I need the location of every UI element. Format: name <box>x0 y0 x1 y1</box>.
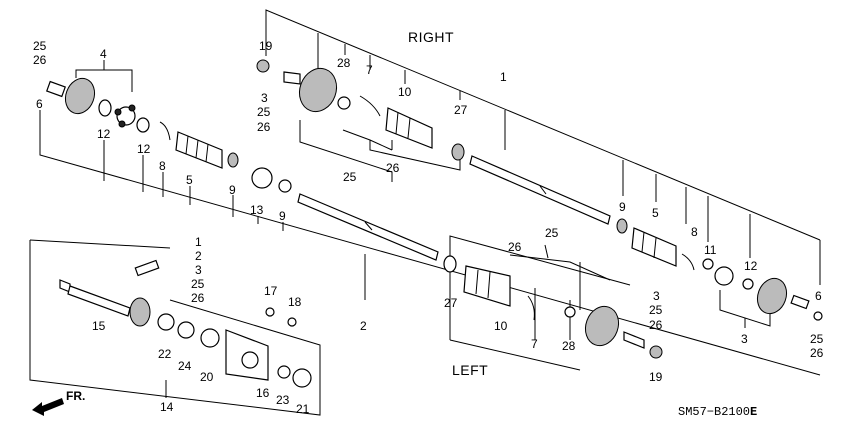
leader-lines <box>29 9 821 416</box>
front-arrow-icon <box>32 398 64 416</box>
callout-26: 26 <box>386 161 400 175</box>
callout-25: 25 <box>33 39 47 53</box>
callout-19: 19 <box>259 39 273 53</box>
callout-6: 6 <box>815 289 822 303</box>
callout-labels: 25 26 6 4 12 12 8 5 9 13 9 19 3 25 26 28… <box>33 39 824 416</box>
callout-20: 20 <box>200 370 214 384</box>
callout-25: 25 <box>545 226 559 240</box>
parts <box>32 59 823 416</box>
callout-14: 14 <box>160 400 174 414</box>
right-caption: RIGHT <box>408 29 454 45</box>
callout-25: 25 <box>649 303 663 317</box>
callout-23: 23 <box>276 393 290 407</box>
callout-26: 26 <box>33 53 47 67</box>
boot-upper-left <box>175 131 292 193</box>
callout-17: 17 <box>264 284 278 298</box>
halfshaft-upper <box>297 193 439 261</box>
callout-16: 16 <box>256 386 270 400</box>
callout-26: 26 <box>810 346 824 360</box>
callout-25: 25 <box>810 332 824 346</box>
callout-18: 18 <box>288 295 302 309</box>
tripod-joint <box>114 104 136 128</box>
callout-21: 21 <box>296 402 310 416</box>
callout-2: 2 <box>360 319 367 333</box>
diagram-code: SM57−B2100E <box>678 405 757 419</box>
callout-3: 3 <box>195 263 202 277</box>
halfshaft-right <box>469 155 611 225</box>
callout-28: 28 <box>562 339 576 353</box>
left-caption: LEFT <box>452 362 488 378</box>
callout-3: 3 <box>261 91 268 105</box>
callout-1: 1 <box>195 235 202 249</box>
front-caption: FR. <box>66 389 85 403</box>
callout-25: 25 <box>343 170 357 184</box>
callout-28: 28 <box>337 56 351 70</box>
callout-3: 3 <box>653 289 660 303</box>
callout-12: 12 <box>137 142 151 156</box>
callout-11: 11 <box>704 243 717 257</box>
callout-10: 10 <box>494 319 508 333</box>
callout-22: 22 <box>158 347 172 361</box>
callout-5: 5 <box>652 206 659 220</box>
callout-3: 3 <box>741 332 748 346</box>
halfshaft-left-lower <box>59 259 312 388</box>
callout-8: 8 <box>691 225 698 239</box>
callout-6: 6 <box>36 97 43 111</box>
callout-1: 1 <box>500 70 507 84</box>
callout-9: 9 <box>619 200 626 214</box>
callout-12: 12 <box>744 259 758 273</box>
callout-2: 2 <box>195 249 202 263</box>
callout-26: 26 <box>191 291 205 305</box>
callout-4: 4 <box>100 47 107 61</box>
callout-7: 7 <box>531 337 538 351</box>
callout-26: 26 <box>508 240 522 254</box>
callout-15: 15 <box>92 319 106 333</box>
callout-26: 26 <box>649 318 663 332</box>
callout-10: 10 <box>398 85 412 99</box>
outboard-joint-left <box>46 77 171 141</box>
callout-26: 26 <box>257 120 271 134</box>
callout-25: 25 <box>191 277 205 291</box>
callout-25: 25 <box>257 105 271 119</box>
callout-7: 7 <box>366 63 373 77</box>
callout-19: 19 <box>649 370 663 384</box>
callout-9: 9 <box>229 183 236 197</box>
callout-27: 27 <box>454 103 468 117</box>
callout-9: 9 <box>279 209 286 223</box>
callout-8: 8 <box>159 159 166 173</box>
inboard-joint-right <box>616 218 823 321</box>
callout-13: 13 <box>250 203 264 217</box>
callout-27: 27 <box>444 296 458 310</box>
callout-12: 12 <box>97 127 111 141</box>
callout-5: 5 <box>186 173 193 187</box>
boot-left <box>443 255 663 359</box>
callout-24: 24 <box>178 359 192 373</box>
outboard-joint-right <box>256 59 465 161</box>
